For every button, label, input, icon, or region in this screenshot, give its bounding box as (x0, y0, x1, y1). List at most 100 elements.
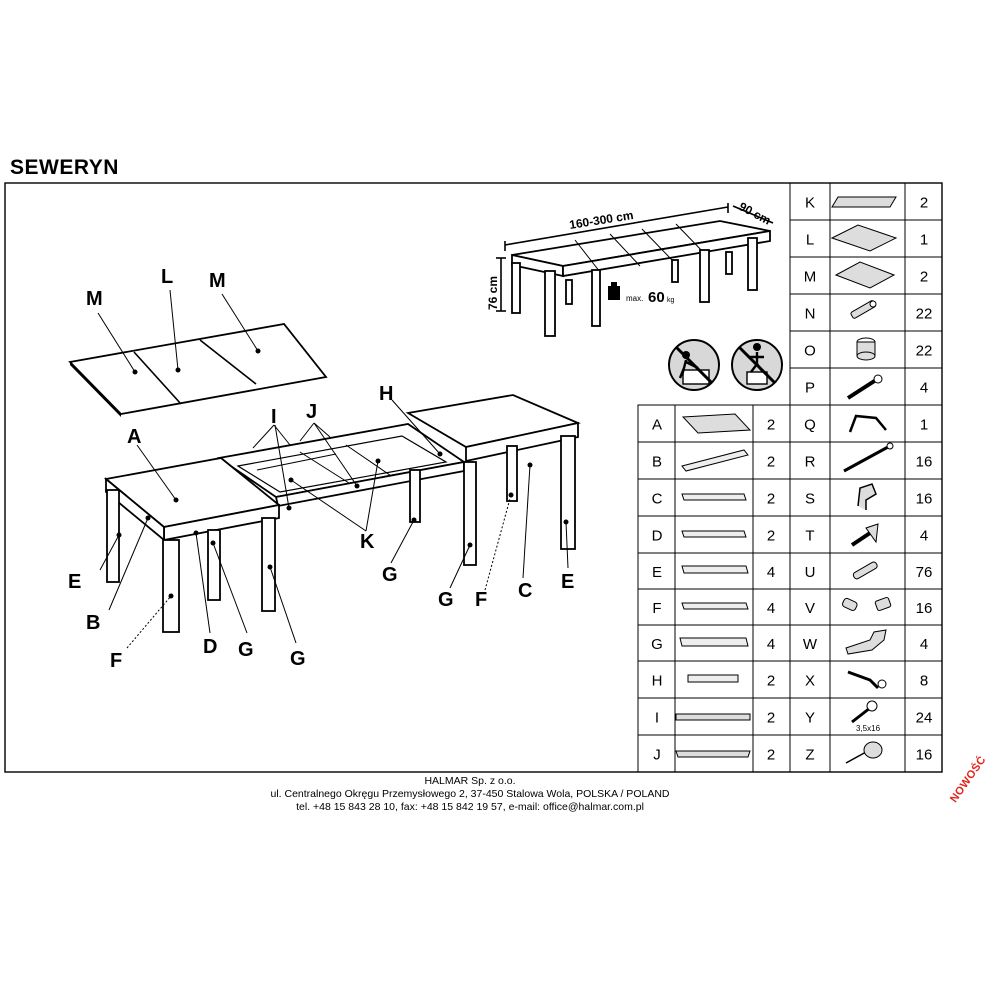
load-unit: kg (667, 297, 675, 304)
part-qty-k: 2 (920, 195, 928, 212)
part-qty-y: 24 (916, 710, 933, 727)
part-qty-n: 22 (916, 306, 933, 323)
part-qty-x: 8 (920, 673, 928, 690)
part-letter-x: X (805, 673, 815, 690)
part-letter-l: L (806, 232, 814, 249)
part-letter-p: P (805, 380, 815, 397)
label-g-1: G (238, 639, 254, 661)
label-b: B (86, 612, 100, 634)
allen-key-icon (848, 414, 887, 433)
hex-key-icon (847, 670, 887, 690)
leg-e-icon (681, 565, 749, 574)
no-climb-warning-icon (668, 339, 720, 391)
assembled-table-diagram (496, 203, 774, 337)
part-qty-d: 2 (767, 528, 775, 545)
rail-b-icon (681, 449, 749, 472)
footer-company: HALMAR Sp. z o.o. (424, 775, 516, 787)
label-h: H (379, 383, 393, 405)
part-letter-u: U (805, 564, 816, 581)
part-qty-p: 4 (920, 380, 928, 397)
part-letter-n: N (805, 306, 816, 323)
part-letter-c: C (652, 491, 663, 508)
label-a: A (127, 426, 141, 448)
part-letter-y: Y (805, 710, 815, 727)
part-letter-q: Q (804, 417, 816, 434)
exploded-table-diagram (68, 289, 581, 649)
board-k-icon (831, 196, 897, 208)
part-letter-e: E (652, 564, 662, 581)
part-qty-h: 2 (767, 673, 775, 690)
part-letter-s: S (805, 491, 815, 508)
no-stand-warning-icon (731, 339, 783, 391)
slide-rail-i-icon (675, 713, 751, 721)
company-footer: HALMAR Sp. z o.o. ul. Centralnego Okręgu… (0, 775, 940, 814)
label-c: C (518, 580, 532, 602)
leg-g-icon (679, 637, 749, 647)
label-g-4: G (438, 589, 454, 611)
part-qty-z: 16 (916, 747, 933, 764)
label-g-3: G (382, 564, 398, 586)
part-letter-g: G (651, 636, 663, 653)
part-letter-m: M (804, 269, 817, 286)
load-value: 60 (648, 289, 665, 306)
rail-c-icon (681, 493, 747, 501)
cam-lock-icon (856, 337, 876, 361)
label-e-right: E (561, 571, 574, 593)
part-letter-r: R (805, 454, 816, 471)
footer-contact: tel. +48 15 843 28 10, fax: +48 15 842 1… (296, 801, 644, 813)
screw-icon (851, 700, 878, 724)
dimension-depth: 90 cm (737, 199, 774, 227)
part-qty-t: 4 (920, 528, 928, 545)
part-letter-a: A (652, 417, 662, 434)
bracket-h-icon (687, 674, 739, 683)
parts-table-left (637, 404, 791, 773)
panel-m-icon (834, 261, 896, 289)
rail-d-icon (681, 530, 747, 538)
label-l: L (161, 266, 173, 288)
label-f-right: F (475, 589, 487, 611)
weight-icon (608, 282, 620, 300)
screw-size-note: 3,5x16 (856, 724, 881, 733)
slide-rail-j-icon (675, 750, 751, 758)
part-qty-c: 2 (767, 491, 775, 508)
label-k: K (360, 531, 375, 553)
part-letter-k: K (805, 195, 815, 212)
tabletop-icon (681, 413, 752, 434)
glide-icon (845, 741, 883, 764)
panel-l-icon (830, 224, 898, 252)
dimension-height: 76 cm (486, 276, 500, 310)
part-qty-s: 16 (916, 491, 933, 508)
leg-f-icon (681, 602, 749, 610)
part-qty-u: 76 (916, 564, 933, 581)
angle-bracket-icon (845, 629, 887, 655)
part-letter-v: V (805, 600, 815, 617)
part-letter-h: H (652, 673, 663, 690)
part-qty-f: 4 (767, 600, 775, 617)
part-letter-f: F (652, 600, 661, 617)
part-letter-d: D (652, 528, 663, 545)
dowel-icon (850, 300, 877, 319)
label-f-left: F (110, 650, 122, 672)
label-i: I (271, 406, 277, 428)
part-qty-b: 2 (767, 454, 775, 471)
page-title: SEWERYN (10, 156, 119, 179)
part-qty-j: 2 (767, 747, 775, 764)
part-qty-g: 4 (767, 636, 775, 653)
wing-bolt-icon (850, 523, 879, 547)
label-m-left: M (86, 288, 103, 310)
label-m-right: M (209, 270, 226, 292)
part-qty-a: 2 (767, 417, 775, 434)
part-letter-i: I (655, 710, 659, 727)
label-e-left: E (68, 571, 81, 593)
part-qty-w: 4 (920, 636, 928, 653)
long-bolt-icon (843, 442, 894, 473)
part-letter-z: Z (805, 747, 814, 764)
part-letter-w: W (803, 636, 818, 653)
wood-dowel-icon (852, 561, 878, 580)
connector-icon (842, 596, 892, 612)
part-qty-l: 1 (920, 232, 928, 249)
label-j: J (306, 401, 317, 423)
label-d: D (203, 636, 217, 658)
footer-address: ul. Centralnego Okręgu Przemysłowego 2, … (270, 788, 670, 800)
